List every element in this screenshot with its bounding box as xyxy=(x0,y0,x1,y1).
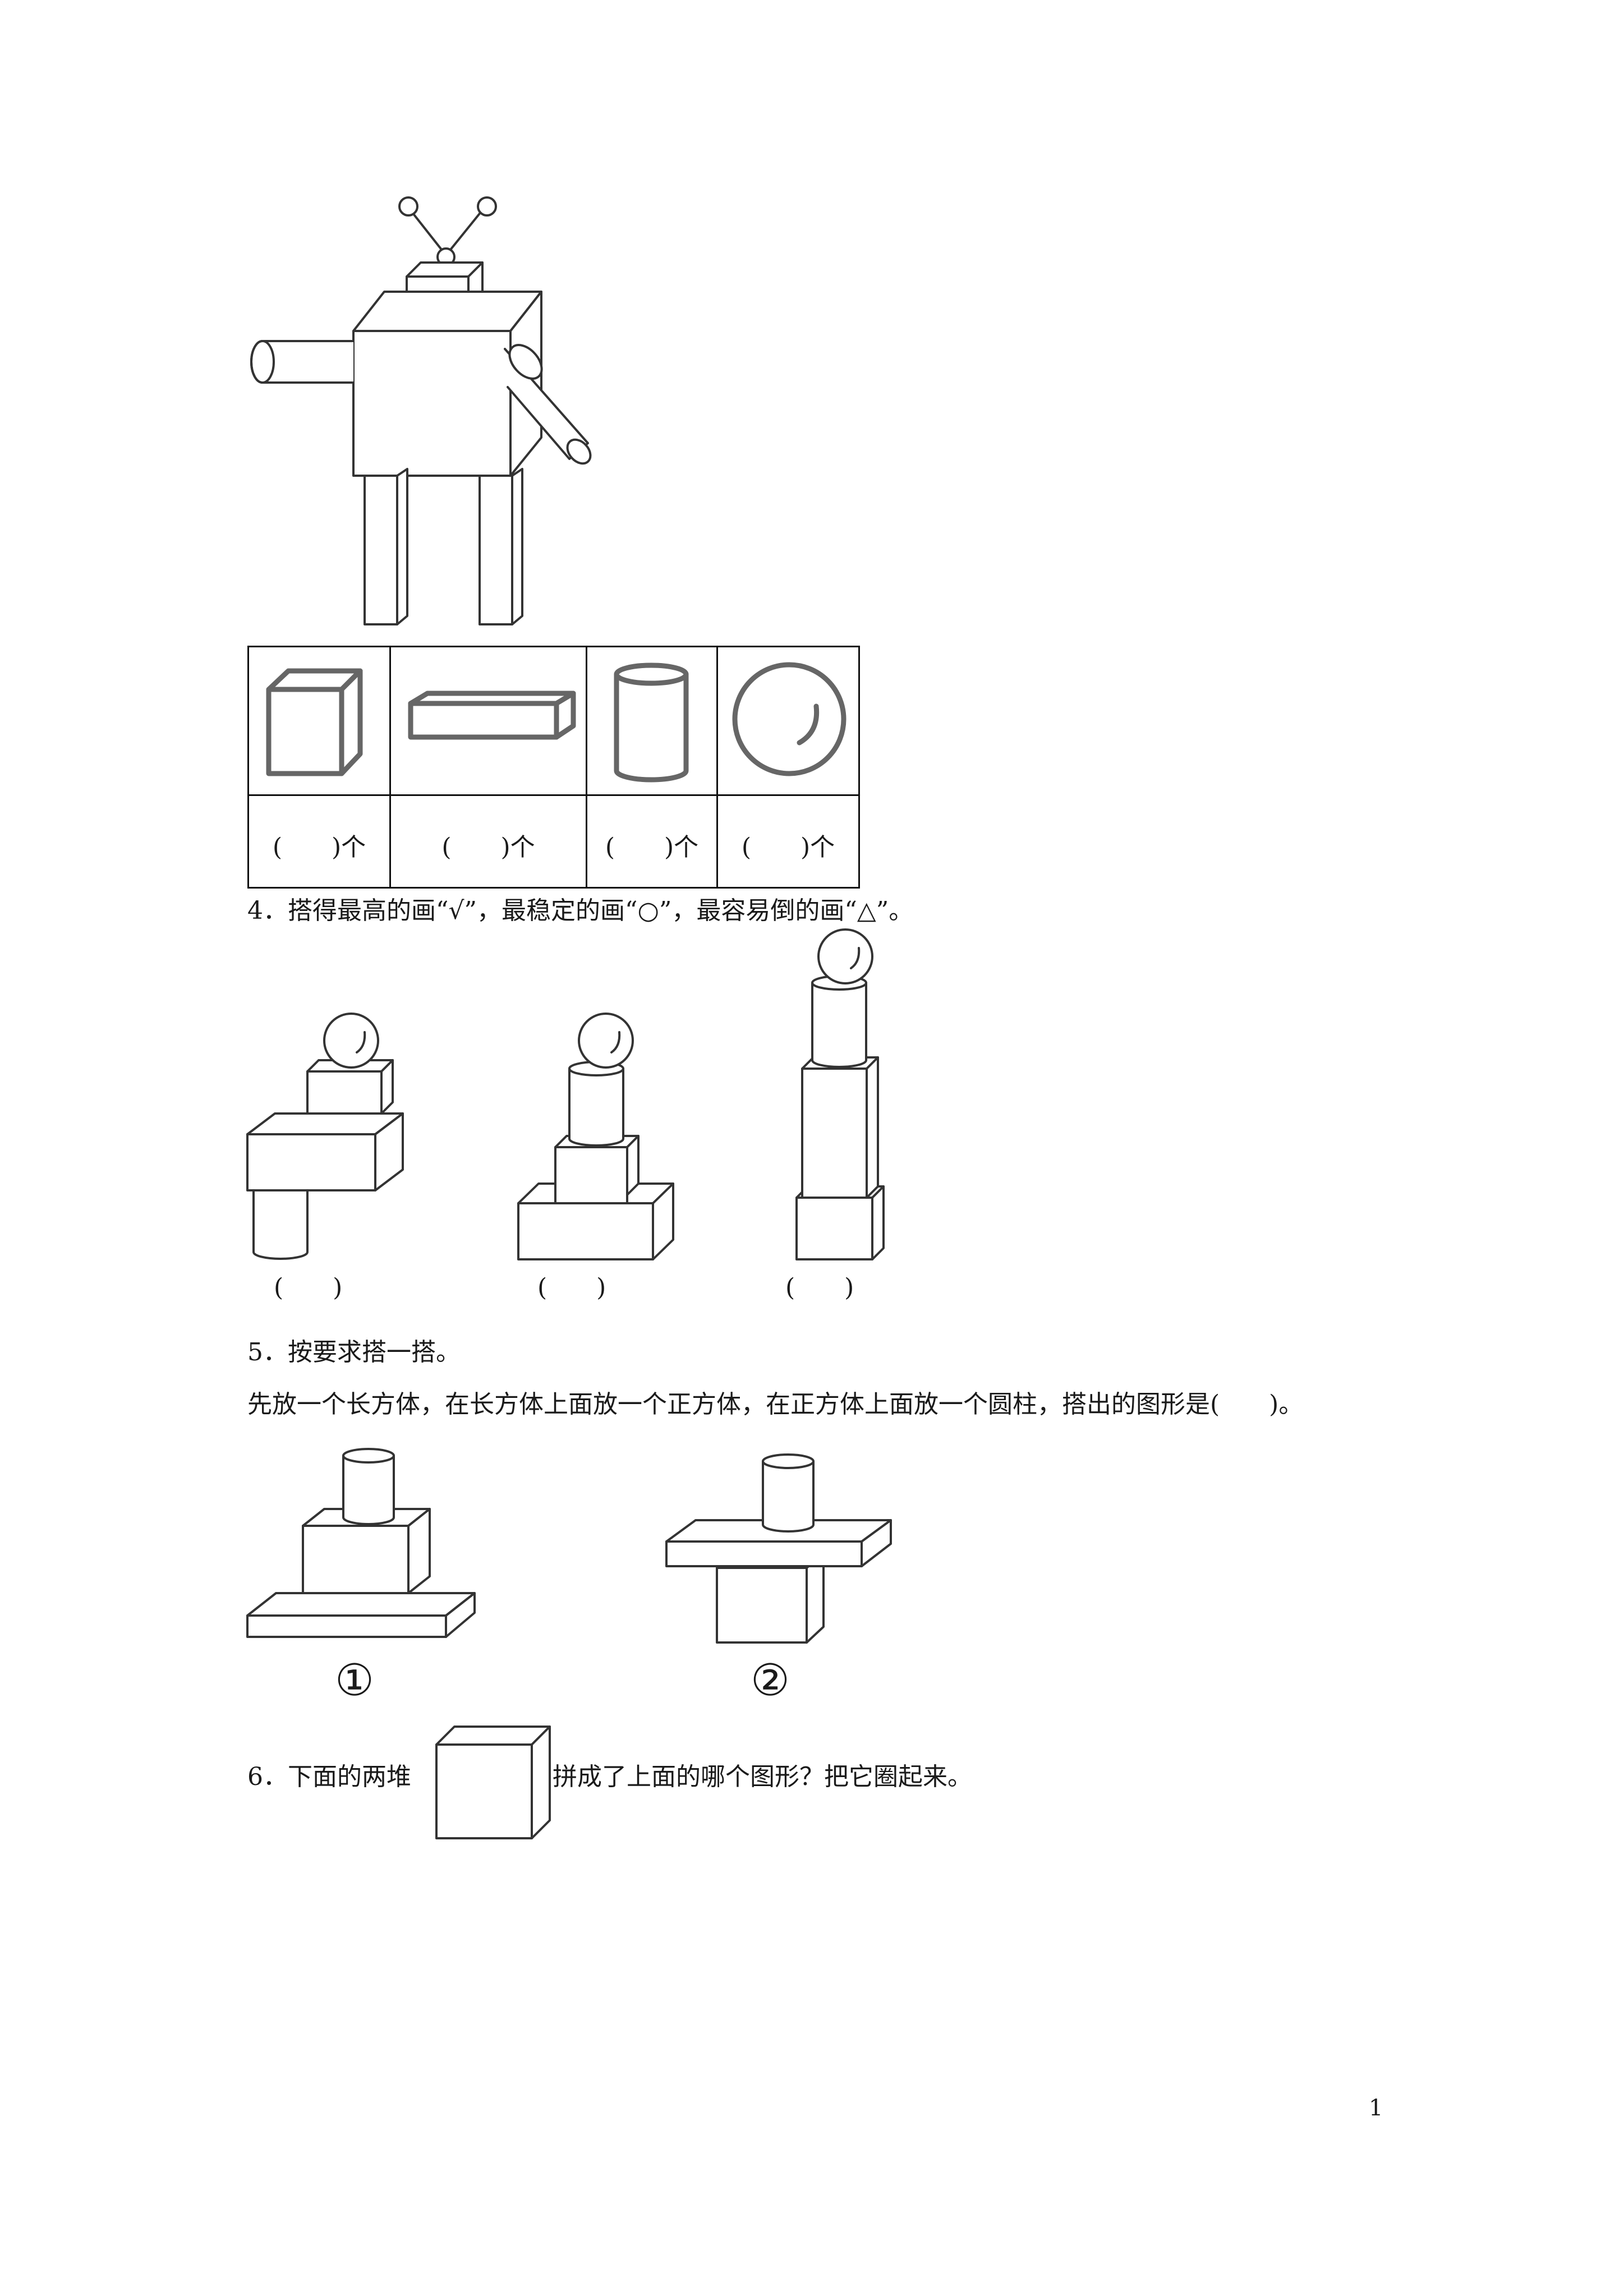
question-4-text: 4．搭得最高的画“√”，最稳定的画“○”，最容易倒的画“△”。 xyxy=(247,896,914,925)
count-blank-cylinder[interactable]: ( )个 xyxy=(605,833,699,862)
page-number: 1 xyxy=(1369,2095,1383,2121)
stack-figure-3 xyxy=(795,928,885,1260)
question-5-title: 5．按要求搭一搭。 xyxy=(247,1338,461,1366)
count-cell: ( )个 xyxy=(247,794,391,889)
table-cell-cube xyxy=(247,646,391,796)
stack-figure-2 xyxy=(517,1013,674,1260)
robot-figure xyxy=(250,196,592,625)
answer-blank-2[interactable]: ( ) xyxy=(537,1273,606,1302)
answer-blank-3[interactable]: ( ) xyxy=(785,1273,854,1302)
answer-blank-1[interactable]: ( ) xyxy=(274,1273,343,1302)
cuboid-icon xyxy=(408,691,576,740)
count-cell: ( )个 xyxy=(389,794,587,889)
question-6-text-before: 6．下面的两堆 xyxy=(247,1763,411,1791)
question-6-text-after: 拼成了上面的哪个图形？把它圈起来。 xyxy=(553,1763,972,1791)
count-cell: ( )个 xyxy=(586,794,718,889)
shape-count-table: ( )个 ( )个 ( )个 ( )个 xyxy=(247,646,860,889)
table-cell-cylinder xyxy=(586,646,718,796)
stack-figure-1 xyxy=(246,1013,404,1260)
option-figure-1 xyxy=(246,1448,476,1638)
count-blank-sphere[interactable]: ( )个 xyxy=(741,833,835,862)
cube-icon-inline xyxy=(435,1726,551,1839)
cylinder-icon xyxy=(614,662,689,783)
count-cell: ( )个 xyxy=(716,794,860,889)
option-label-2[interactable]: ② xyxy=(751,1655,790,1706)
option-figure-2 xyxy=(665,1453,892,1644)
table-cell-sphere xyxy=(716,646,860,796)
cube-icon xyxy=(266,668,363,776)
sphere-icon xyxy=(732,662,846,776)
table-cell-cuboid xyxy=(389,646,587,796)
option-label-1[interactable]: ① xyxy=(335,1655,374,1706)
count-blank-cuboid[interactable]: ( )个 xyxy=(441,833,535,862)
count-blank-cube[interactable]: ( )个 xyxy=(272,833,366,862)
question-5-text: 先放一个长方体，在长方体上面放一个正方体，在正方体上面放一个圆柱，搭出的图形是(… xyxy=(247,1390,1304,1419)
